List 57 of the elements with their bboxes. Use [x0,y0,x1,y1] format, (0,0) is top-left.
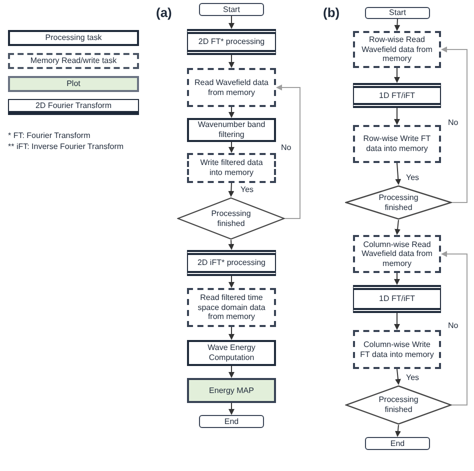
arrow [395,162,402,185]
process-box: Wavenumber band filtering [187,118,276,142]
edge-label: Yes [240,186,255,194]
panel-label: (b) [323,4,340,22]
arrow [276,84,300,219]
terminal-box: Start [199,3,264,16]
decision-diamond: Processing finished [345,185,452,220]
arrow [228,54,234,68]
memory-task-box: Column-wise Write FT data into memory [353,330,441,369]
arrow [228,16,234,29]
decision-diamond: Processing finished [177,197,285,240]
arrow [394,18,400,31]
arrow [394,68,400,83]
transform-box: 2D iFT* processing [187,250,276,276]
terminal-box: End [365,437,430,450]
panel-label: (a) [156,4,172,22]
arrow [441,251,468,406]
transform-box: 1D FT/iFT [353,83,441,108]
edge-label: Yes [405,374,420,382]
terminal-box: End [199,415,264,428]
memory-task-box: Column-wise Read Wavefield data from memory [353,235,441,273]
legend-text: Memory Read/write task [30,57,117,65]
memory-task-box: Read filtered time space domain data from memory [187,288,276,327]
arrow [228,106,234,118]
arrow [228,366,234,378]
process-box: Wave Energy Computation [187,340,276,366]
arrow [394,272,400,285]
arrow [228,142,234,153]
edge-label: No [280,144,292,152]
legend-text: Processing task [45,34,102,42]
memory-task-box: Row-wise Write FT data into memory [353,125,441,163]
arrow [228,240,234,250]
memory-task-box: Row-wise Read Wavefield data from memory [353,31,441,68]
memory-task-box: Read Wavefield data from memory [187,68,276,107]
arrow [228,326,234,340]
edge-label: Yes [405,174,420,182]
transform-box: 1D FT/iFT [353,285,441,313]
arrow [228,182,234,197]
decision-diamond: Processing finished [345,385,452,425]
edge-label: No [447,119,460,128]
arrow [394,312,400,330]
footnote: ** iFT: Inverse Fourier Transform [8,143,124,151]
arrow [228,402,234,415]
plot-box: Energy MAP [187,378,276,403]
arrow [394,108,400,125]
arrow [395,368,401,385]
legend-text: Plot [66,80,80,88]
terminal-box: Start [365,7,430,19]
footnote: * FT: Fourier Transform [8,132,92,140]
legend-text: 2D Fourier Transform [35,102,112,110]
arrow [394,220,401,235]
arrow [441,46,468,203]
arrow [394,424,401,437]
edge-label: No [447,322,460,330]
memory-task-box: Write filtered data into memory [187,153,276,183]
arrow [228,276,234,288]
transform-box: 2D FT* processing [187,29,276,55]
